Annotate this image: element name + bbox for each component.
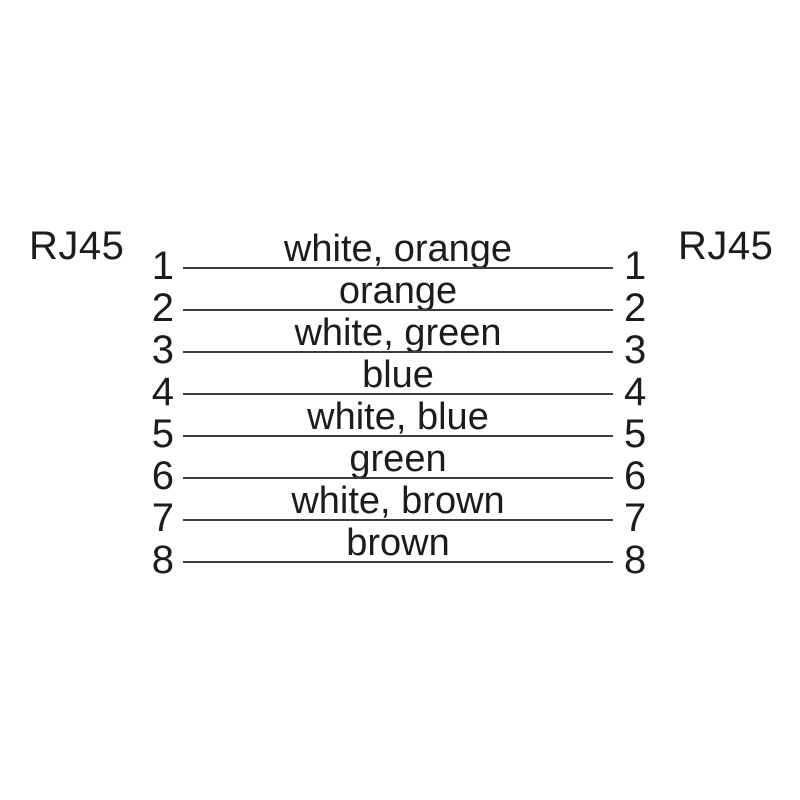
wire-row-pin-1: 1 white, orange 1 — [0, 227, 800, 286]
wire-color-label: blue — [362, 354, 434, 396]
left-pin-number: 3 — [151, 328, 174, 372]
left-pin-number: 8 — [151, 538, 174, 582]
wire-row-pin-5: 5 white, blue 5 — [0, 395, 800, 454]
right-pin-number: 5 — [624, 412, 647, 456]
wire-color-label: white, orange — [283, 228, 513, 270]
wire-line — [183, 561, 613, 563]
right-pin-number: 4 — [624, 370, 647, 414]
wire-line — [183, 393, 613, 395]
wire-line — [183, 351, 613, 353]
wire-color-label: white, blue — [307, 396, 489, 438]
wire-color-label: white, brown — [291, 480, 505, 522]
wire-row-pin-7: 7 white, brown 7 — [0, 479, 800, 538]
wire-line — [183, 267, 613, 269]
wire-line — [183, 309, 613, 311]
left-pin-number: 1 — [151, 244, 174, 288]
left-pin-number: 6 — [151, 454, 174, 498]
right-connector-label: RJ45 — [678, 224, 774, 268]
right-pin-number: 1 — [624, 244, 647, 288]
wire-row-pin-3: 3 white, green 3 — [0, 311, 800, 370]
left-connector-label: RJ45 — [29, 224, 125, 268]
wire-row-pin-4: 4 blue 4 — [0, 353, 800, 412]
right-pin-number: 8 — [624, 538, 647, 582]
left-pin-number: 4 — [151, 370, 174, 414]
wire-row-pin-6: 6 green 6 — [0, 437, 800, 496]
wire-color-label: white, green — [294, 312, 502, 354]
wire-color-label: orange — [338, 270, 458, 312]
right-pin-number: 7 — [624, 496, 647, 540]
wire-line — [183, 477, 613, 479]
left-pin-number: 7 — [151, 496, 174, 540]
wire-row-pin-2: 2 orange 2 — [0, 269, 800, 328]
right-pin-number: 6 — [624, 454, 647, 498]
wire-row-pin-8: 8 brown 8 — [0, 521, 800, 580]
wire-color-label: green — [349, 438, 447, 480]
right-pin-number: 3 — [624, 328, 647, 372]
left-pin-number: 5 — [151, 412, 174, 456]
wire-line — [183, 519, 613, 521]
left-pin-number: 2 — [151, 286, 174, 330]
wire-line — [183, 435, 613, 437]
right-pin-number: 2 — [624, 286, 647, 330]
wire-color-label: brown — [346, 522, 450, 564]
